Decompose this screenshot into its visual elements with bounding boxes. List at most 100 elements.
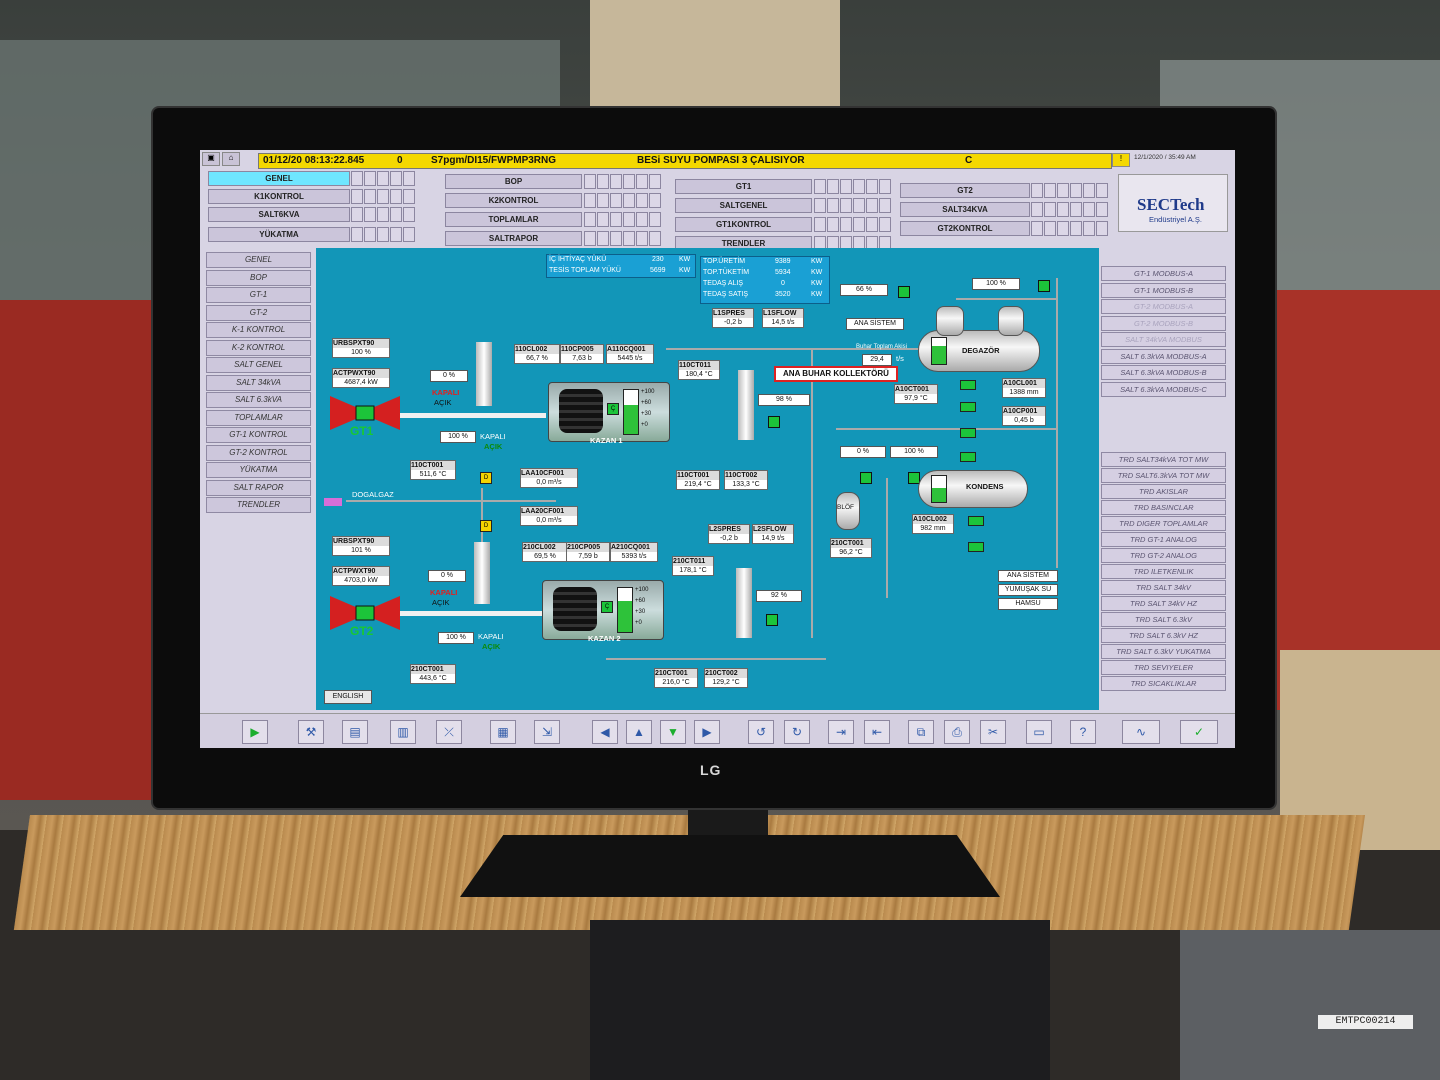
left-menu-item[interactable]: SALT 6.3kVA bbox=[206, 392, 311, 408]
nav-saltgenel[interactable]: SALTGENEL bbox=[675, 198, 812, 213]
kondens-pump-2[interactable] bbox=[968, 542, 984, 552]
kondens-tank[interactable] bbox=[918, 470, 1028, 508]
nav-genel[interactable]: GENEL bbox=[208, 171, 350, 186]
gt1-turbine-icon[interactable] bbox=[330, 396, 400, 430]
kondens-pump-1[interactable] bbox=[968, 516, 984, 526]
accept-icon[interactable]: ✓ bbox=[1180, 720, 1218, 744]
trend-menu-item[interactable]: TRD SEVIYELER bbox=[1101, 660, 1226, 675]
left-menu-item[interactable]: SALT 34kVA bbox=[206, 374, 311, 391]
degazor-valve1-pct[interactable]: 66 % bbox=[840, 284, 888, 296]
nav-gt1kontrol[interactable]: GT1KONTROL bbox=[675, 217, 812, 232]
report-icon[interactable]: ▦ bbox=[490, 720, 516, 744]
ana-sistem-bottom[interactable]: ANA SİSTEM bbox=[998, 570, 1058, 582]
gas-valve-2[interactable]: D bbox=[480, 520, 492, 532]
nav-k1kontrol[interactable]: K1KONTROL bbox=[208, 189, 350, 204]
nav-bop[interactable]: BOP bbox=[445, 174, 582, 189]
trend-menu-item[interactable]: TRD SALT 34kV HZ bbox=[1101, 596, 1226, 611]
left-menu-item[interactable]: TRENDLER bbox=[206, 497, 311, 513]
trend-menu-item[interactable]: TRD SALT 6.3kV HZ bbox=[1101, 628, 1226, 643]
kondens-valve2[interactable] bbox=[908, 472, 920, 484]
arrow-down-icon[interactable]: ▼ bbox=[660, 720, 686, 744]
nav-salt6kva[interactable]: SALT6KVA bbox=[208, 207, 350, 222]
nav-gt2[interactable]: GT2 bbox=[900, 183, 1030, 198]
kondens-valve1[interactable] bbox=[860, 472, 872, 484]
signal-icon[interactable]: ∿ bbox=[1122, 720, 1160, 744]
degazor-valve1[interactable] bbox=[898, 286, 910, 298]
left-menu-item[interactable]: K-2 KONTROL bbox=[206, 339, 311, 356]
start-icon[interactable]: ▶ bbox=[242, 720, 268, 744]
left-menu-item[interactable]: K-1 KONTROL bbox=[206, 322, 311, 338]
degazor-pump-4[interactable] bbox=[960, 452, 976, 462]
trend-menu-item[interactable]: TRD SALT 34kV bbox=[1101, 580, 1226, 595]
gas-valve-1[interactable]: D bbox=[480, 472, 492, 484]
cut-icon[interactable]: ✂ bbox=[980, 720, 1006, 744]
window-icon[interactable]: ▣ bbox=[202, 152, 220, 166]
left-menu-item[interactable]: BOP bbox=[206, 269, 311, 286]
right-menu-item[interactable]: SALT 6.3kVA MODBUS-B bbox=[1101, 365, 1226, 380]
trend-menu-item[interactable]: TRD SALT 6.3kV bbox=[1101, 612, 1226, 627]
trend-menu-item[interactable]: TRD SICAKLIKLAR bbox=[1101, 676, 1226, 691]
english-button[interactable]: ENGLISH bbox=[324, 690, 372, 704]
buhar-toplam-value[interactable]: 29,4 bbox=[862, 354, 892, 366]
degazor-valve2-pct[interactable]: 100 % bbox=[972, 278, 1020, 290]
right-menu-item[interactable]: GT-1 MODBUS-B bbox=[1101, 282, 1226, 298]
right-menu-item[interactable]: SALT 34kVA MODBUS bbox=[1101, 332, 1226, 347]
ana-sistem-top[interactable]: ANA SİSTEM bbox=[846, 318, 904, 330]
right-menu-item[interactable]: GT-2 MODBUS-A bbox=[1101, 299, 1226, 314]
left-menu-item[interactable]: YÜKATMA bbox=[206, 462, 311, 478]
tools-icon[interactable]: ⚒ bbox=[298, 720, 324, 744]
nav-k2kontrol[interactable]: K2KONTROL bbox=[445, 193, 582, 208]
documents-icon[interactable]: ▥ bbox=[390, 720, 416, 744]
kazan1-boiler[interactable]: Ç +100+60+30+0 bbox=[548, 382, 670, 442]
left-menu-item[interactable]: GT-2 KONTROL bbox=[206, 444, 311, 461]
left-menu-item[interactable]: GENEL bbox=[206, 252, 311, 268]
nav-salt34kva[interactable]: SALT34KVA bbox=[900, 202, 1030, 217]
undo-icon[interactable]: ↺ bbox=[748, 720, 774, 744]
nav-yukatma[interactable]: YÜKATMA bbox=[208, 227, 350, 242]
left-menu-item[interactable]: GT-1 bbox=[206, 287, 311, 303]
right-menu-item[interactable]: GT-1 MODBUS-A bbox=[1101, 266, 1226, 281]
help-icon[interactable]: ? bbox=[1070, 720, 1096, 744]
kondens-valve2-pct[interactable]: 100 % bbox=[890, 446, 938, 458]
arrow-right-icon[interactable]: ▶ bbox=[694, 720, 720, 744]
trend-menu-item[interactable]: TRD BASINCLAR bbox=[1101, 500, 1226, 515]
gt1-bypass[interactable]: 100 % bbox=[440, 431, 476, 443]
right-menu-item[interactable]: SALT 6.3kVA MODBUS-A bbox=[1101, 348, 1226, 364]
nav-toplamlar[interactable]: TOPLAMLAR bbox=[445, 212, 582, 227]
copy-icon[interactable]: ⧉ bbox=[908, 720, 934, 744]
kazan1-valve-pct[interactable]: 98 % bbox=[758, 394, 810, 406]
logout-icon[interactable]: ⇤ bbox=[864, 720, 890, 744]
nav-gt2kontrol[interactable]: GT2KONTROL bbox=[900, 221, 1030, 236]
gt1-damper[interactable]: 0 % bbox=[430, 370, 468, 382]
login-icon[interactable]: ⇥ bbox=[828, 720, 854, 744]
alarm-ack-icon[interactable]: ! bbox=[1112, 153, 1130, 167]
arrow-up-icon[interactable]: ▲ bbox=[626, 720, 652, 744]
trend-icon[interactable]: ⤫ bbox=[436, 720, 462, 744]
nav-gt1[interactable]: GT1 bbox=[675, 179, 812, 194]
kazan2-valve-pct[interactable]: 92 % bbox=[756, 590, 802, 602]
trend-menu-item[interactable]: TRD SALT34kVA TOT MW bbox=[1101, 452, 1226, 467]
gt2-damper[interactable]: 0 % bbox=[428, 570, 466, 582]
